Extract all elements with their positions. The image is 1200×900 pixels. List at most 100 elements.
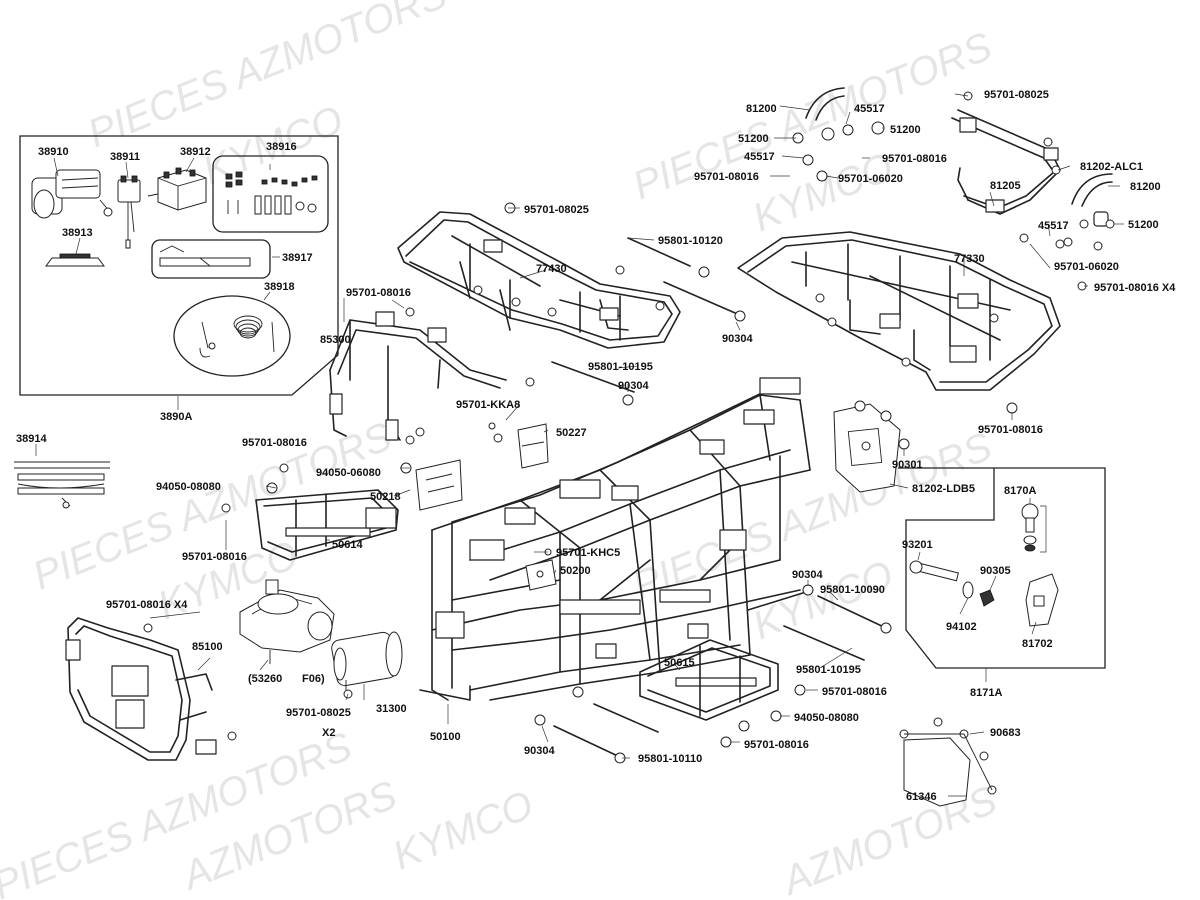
part-label: 95801-10110 <box>638 753 702 765</box>
part-label: 95701-08025 <box>524 204 589 216</box>
part-label: 81702 <box>1022 638 1053 650</box>
part-label: 94102 <box>946 621 977 633</box>
part-label: 50227 <box>556 427 587 439</box>
part-label: 94050-06080 <box>316 467 381 479</box>
part-label: 38910 <box>38 146 69 158</box>
part-label: 38917 <box>282 252 313 264</box>
part-label: 95701-KKA8 <box>456 399 520 411</box>
part-label: 38914 <box>16 433 47 445</box>
part-label: 77330 <box>954 253 985 265</box>
bolt-95801-10120b <box>663 281 743 317</box>
part-label: 95701-08016 <box>978 424 1043 436</box>
part-label: 95701-08016 <box>182 551 247 563</box>
plate-81202-ldb5-part <box>833 403 901 493</box>
part-label: 51200 <box>738 133 769 145</box>
part-label: 93201 <box>902 539 933 551</box>
hook-kit-ellipse <box>173 295 291 377</box>
part-label: 95701-08016 <box>882 153 947 165</box>
part-label: 95801-10195 <box>796 664 861 676</box>
bolt-95801-10195b <box>783 625 865 661</box>
leader-lines <box>35 93 1124 797</box>
part-label: 94050-08080 <box>156 481 221 493</box>
part-label: 8171A <box>970 687 1002 699</box>
part-label: 95701-08016 <box>744 739 809 751</box>
part-label: 95801-10195 <box>588 361 653 373</box>
winch-motor-part <box>31 169 113 219</box>
bracket-50218-part <box>415 459 463 511</box>
winch-cable-part <box>159 245 251 267</box>
part-label: 95801-10120 <box>658 235 723 247</box>
front-bumper-part <box>65 617 217 761</box>
winch-kit-group <box>19 135 339 396</box>
part-label: 90304 <box>524 745 555 757</box>
winch-solenoid-part <box>147 167 207 211</box>
part-label: 50100 <box>430 731 461 743</box>
axle-housing-part <box>239 579 335 664</box>
part-label: 95701-08016 <box>346 287 411 299</box>
part-label: 95701-08025 <box>286 707 351 719</box>
bolt-95801-10110 <box>553 725 623 759</box>
bolt-95801-10120 <box>627 237 691 267</box>
winch-contactor-part <box>117 175 141 249</box>
part-label: 90304 <box>792 569 823 581</box>
part-label: 3890A <box>160 411 192 423</box>
part-label: F06) <box>302 673 325 685</box>
part-label: 61346 <box>906 791 937 803</box>
rear-grab-bar-part <box>951 109 1113 227</box>
part-label: 51200 <box>890 124 921 136</box>
bracket-50200-part <box>525 559 557 591</box>
part-label: 95701-08016 X4 <box>1094 282 1176 294</box>
fasteners <box>143 91 1115 764</box>
part-label: 90304 <box>722 333 753 345</box>
part-label: 81200 <box>746 103 777 115</box>
bolt-95801-10195a <box>551 361 635 393</box>
bolt-95801-10110b <box>593 703 659 733</box>
cable-kit-box <box>151 239 271 279</box>
part-label: 81202-ALC1 <box>1080 161 1143 173</box>
skid-plate-part <box>899 717 997 807</box>
part-label: 85100 <box>192 641 223 653</box>
part-label: 45517 <box>1038 220 1069 232</box>
part-labels: 38910 38911 38912 38916 38913 38917 3891… <box>16 89 1176 803</box>
part-label: 95701-08025 <box>984 89 1049 101</box>
hitch-group <box>898 467 1106 669</box>
part-label: 38916 <box>266 141 297 153</box>
part-label: 90305 <box>980 565 1011 577</box>
part-label: 45517 <box>744 151 775 163</box>
part-label: 38913 <box>62 227 93 239</box>
hose-81200-part <box>792 87 885 182</box>
part-label: 51200 <box>1128 219 1159 231</box>
hitch-group-box <box>898 467 1106 669</box>
bracket-50227-part <box>517 423 549 469</box>
part-label: 38912 <box>180 146 211 158</box>
winch-kit-box <box>19 135 339 396</box>
part-label: 38918 <box>264 281 295 293</box>
part-label: 81202-LDB5 <box>912 483 975 495</box>
part-label: 85300 <box>320 334 351 346</box>
long-bolts <box>551 237 887 759</box>
part-label: 81200 <box>1130 181 1161 193</box>
part-label: (53260 <box>248 673 282 685</box>
part-label: 95701-08016 <box>822 686 887 698</box>
part-label: 95701-KHC5 <box>556 547 620 559</box>
front-rack-part <box>397 211 681 349</box>
bolt-long-lower <box>747 591 807 611</box>
part-label: 90301 <box>892 459 923 471</box>
bolt-95801-10090 <box>817 595 887 629</box>
part-label: 77430 <box>536 263 567 275</box>
part-label: 90304 <box>618 380 649 392</box>
hardware-kit-box <box>212 155 329 233</box>
front-guard-85300-part <box>329 311 507 441</box>
part-label: 95701-06020 <box>1054 261 1119 273</box>
part-label: 94050-08080 <box>794 712 859 724</box>
part-label: 50615 <box>664 657 695 669</box>
footrest-left-part <box>255 489 399 561</box>
part-label: 50218 <box>370 491 401 503</box>
part-label: 50614 <box>332 539 363 551</box>
starter-motor-part <box>331 631 403 694</box>
part-label: 45517 <box>854 103 885 115</box>
part-label: 95701-08016 X4 <box>106 599 188 611</box>
part-label: 81205 <box>990 180 1021 192</box>
hardware-kit-parts <box>225 171 318 215</box>
